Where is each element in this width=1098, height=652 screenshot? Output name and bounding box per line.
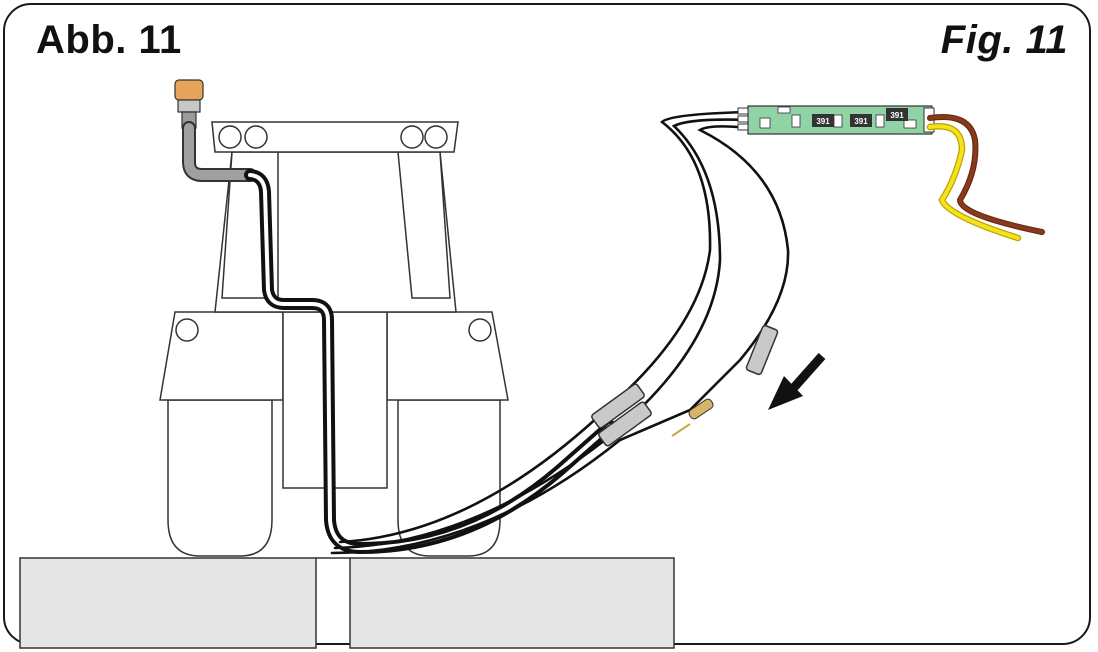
direction-arrow <box>768 353 826 410</box>
resistor-label-3: 391 <box>890 111 904 120</box>
inline-resistor <box>671 398 714 437</box>
beacon-lamp <box>174 79 204 129</box>
figure-label-german: Abb. 11 <box>36 18 182 62</box>
led-pcb: 391 391 391 <box>737 105 935 135</box>
figure-label-english: Fig. 11 <box>940 18 1068 62</box>
base-block <box>19 557 675 649</box>
resistor-label-1: 391 <box>816 117 830 126</box>
resistor-label-2: 391 <box>854 117 868 126</box>
black-wires <box>330 110 790 555</box>
heat-shrink-sleeves <box>591 324 779 447</box>
supply-wires <box>926 114 1045 242</box>
